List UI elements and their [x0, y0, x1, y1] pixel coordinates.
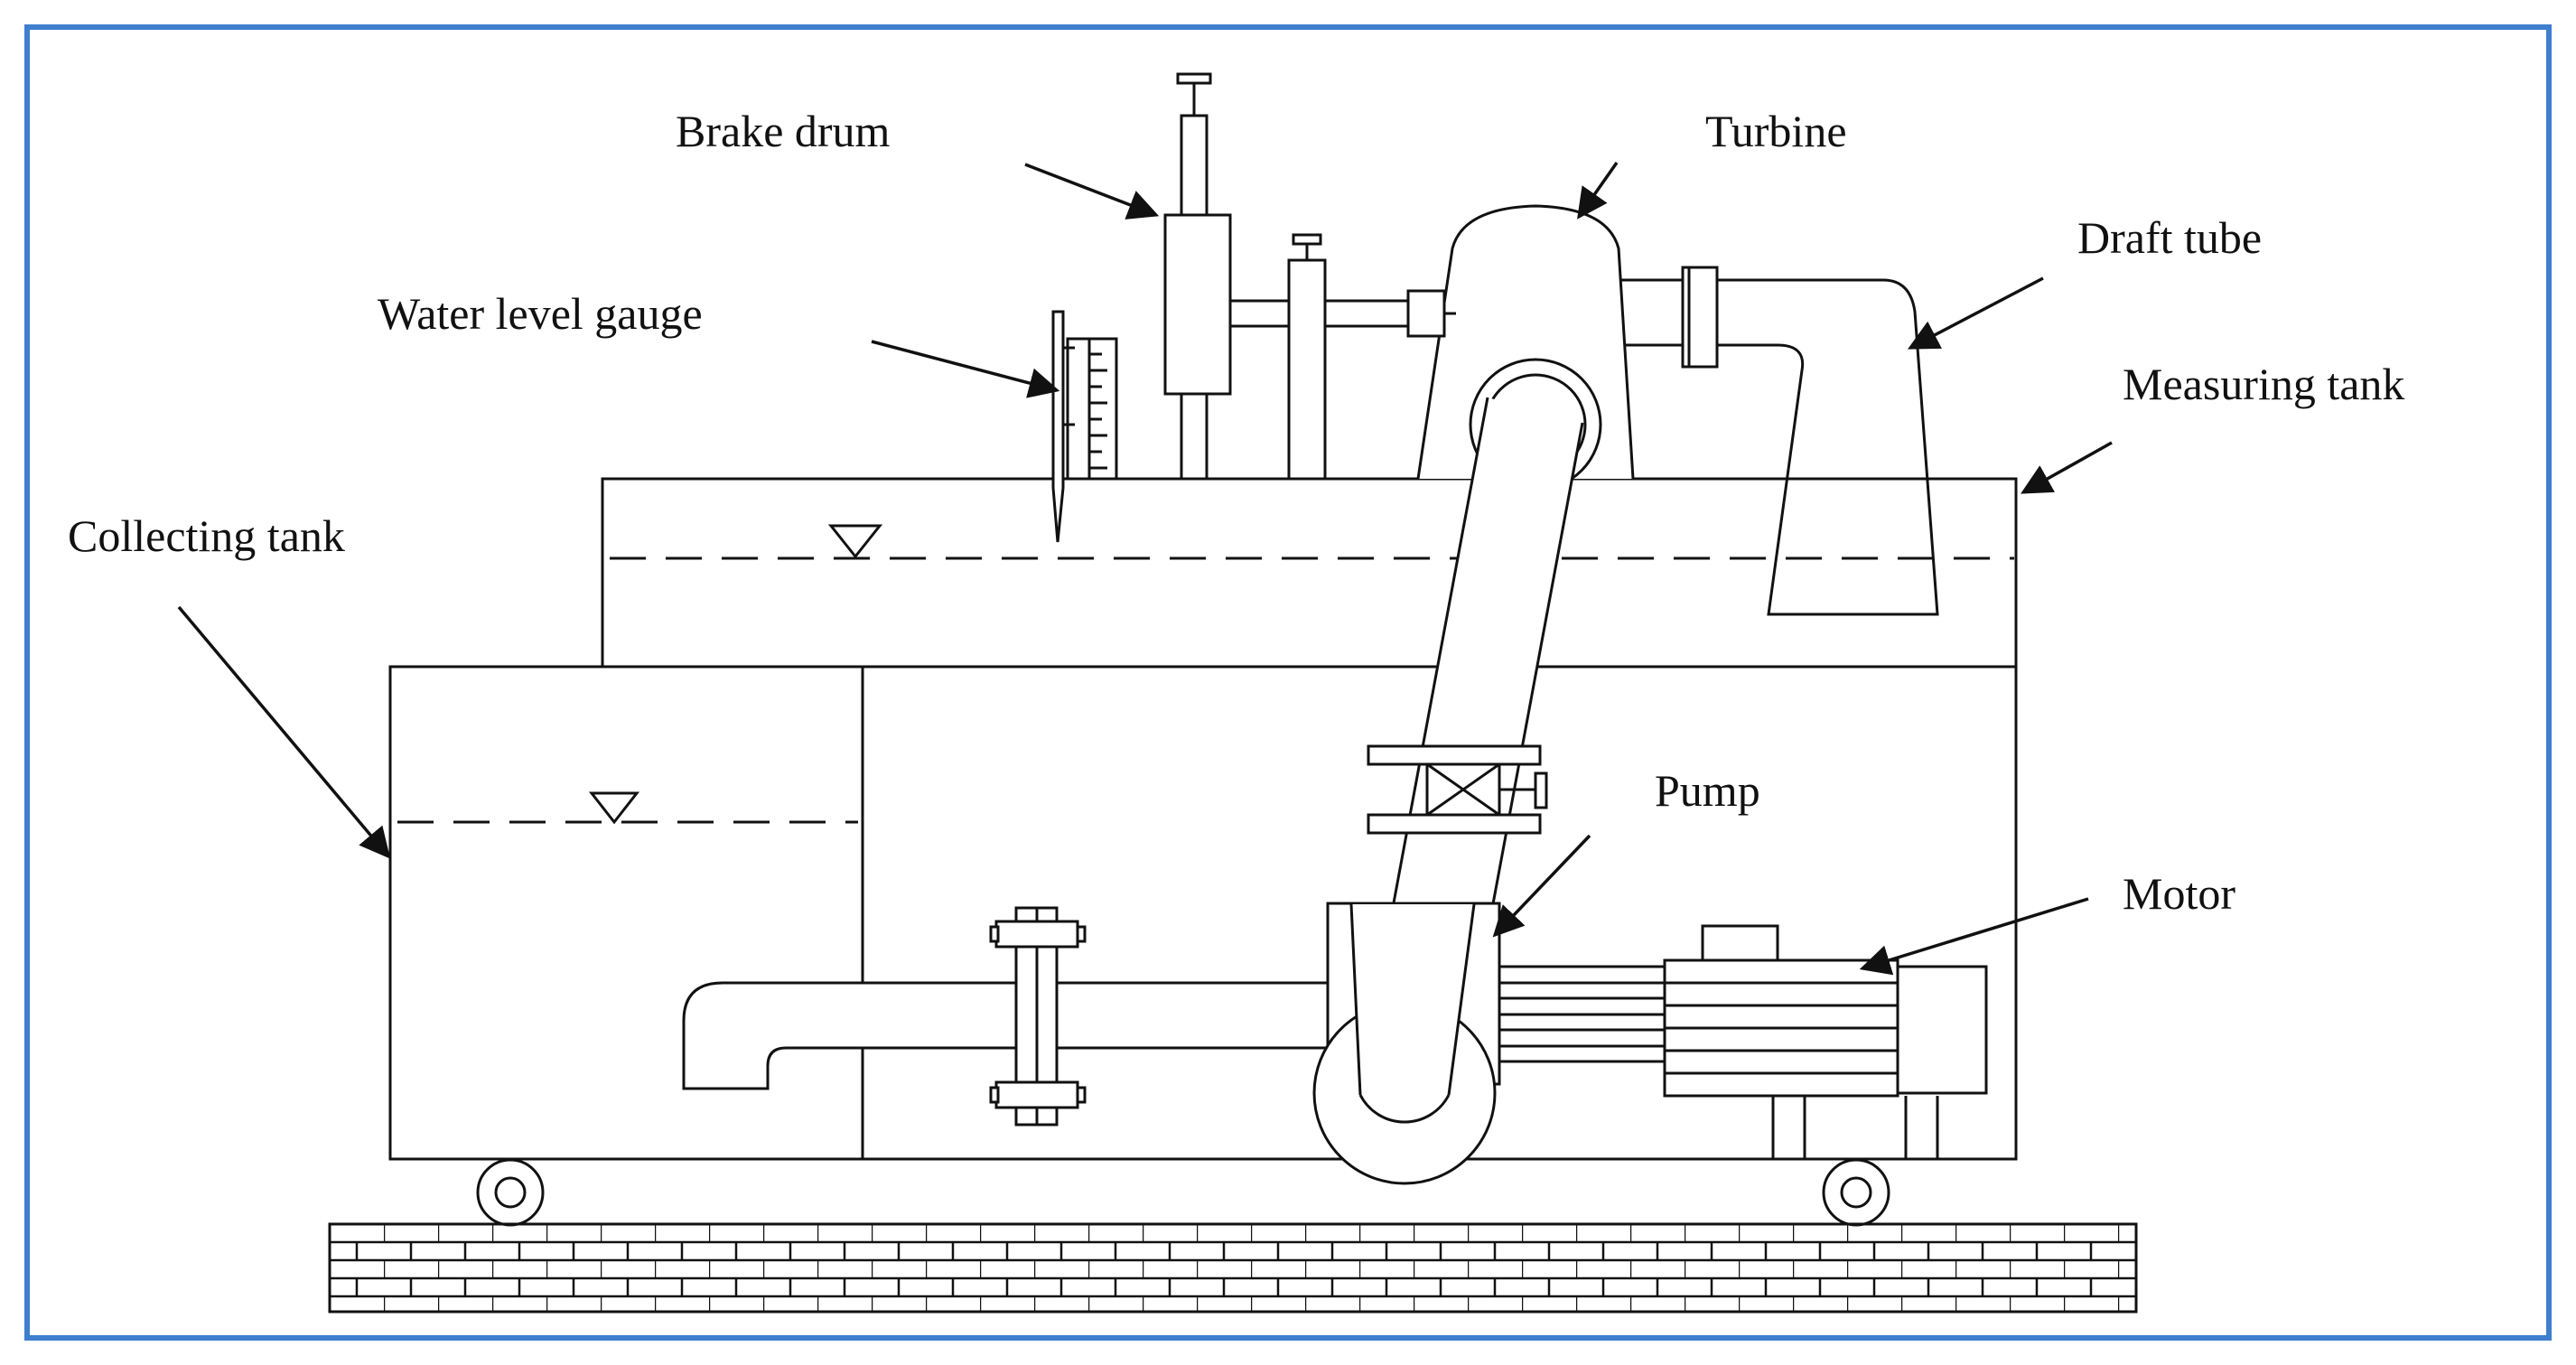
- arrow-motor: [1859, 897, 2089, 976]
- measuring-tank: [601, 477, 2018, 668]
- suction-pipe: [682, 906, 1328, 1127]
- arrow-collecting-tank: [177, 605, 391, 859]
- wheel-left: [476, 1158, 545, 1227]
- measuring-tank-level-marker: [827, 524, 883, 559]
- water-level-gauge: [1051, 310, 1118, 543]
- arrow-turbine: [1577, 161, 1619, 220]
- brake-drum: [1163, 72, 1456, 481]
- label-collecting-tank: Collecting tank: [68, 510, 345, 561]
- label-motor: Motor: [2123, 868, 2235, 919]
- arrow-draft-tube: [1907, 276, 2044, 350]
- label-pump: Pump: [1655, 765, 1760, 816]
- arrow-brake-drum: [1024, 163, 1160, 220]
- arrow-measuring-tank: [2021, 441, 2113, 494]
- label-brake-drum: Brake drum: [676, 106, 891, 156]
- label-draft-tube: Draft tube: [2077, 212, 2262, 263]
- arrow-pump: [1492, 834, 1591, 938]
- pump: [1312, 902, 1501, 1185]
- label-water-level-gauge: Water level gauge: [378, 288, 703, 339]
- outer-frame: [24, 24, 2552, 1341]
- motor: [1499, 924, 1988, 1159]
- arrow-water-level-gauge: [871, 340, 1060, 398]
- label-turbine: Turbine: [1705, 106, 1847, 156]
- label-measuring-tank: Measuring tank: [2123, 359, 2404, 409]
- collecting-tank-level-marker: [588, 791, 640, 825]
- pipe-valve: [1367, 744, 1548, 835]
- brick-foundation: [328, 1222, 2138, 1314]
- wheel-right: [1822, 1158, 1890, 1227]
- draft-tube: [1590, 266, 1939, 616]
